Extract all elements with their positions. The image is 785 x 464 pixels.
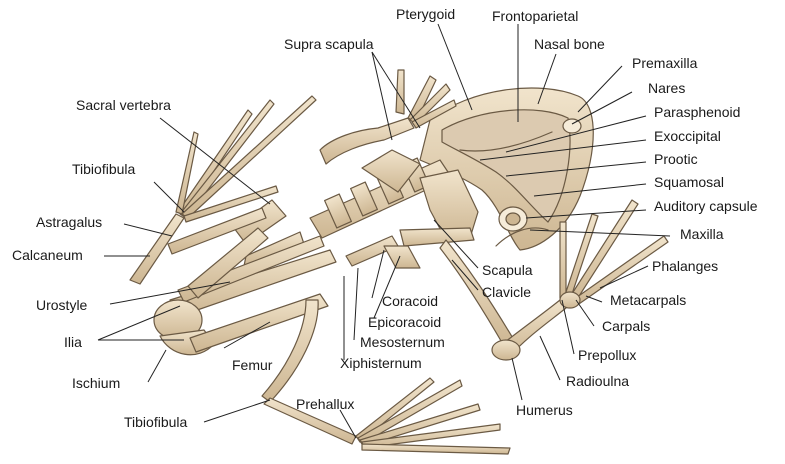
label-carpals: Carpals [602, 318, 650, 334]
label-coracoid: Coracoid [382, 293, 438, 309]
label-auditory-capsule: Auditory capsule [654, 198, 758, 214]
label-radioulna: Radioulna [566, 373, 629, 389]
label-calcaneum: Calcaneum [12, 247, 83, 263]
label-humerus: Humerus [516, 402, 573, 418]
label-pterygoid: Pterygoid [396, 6, 455, 22]
label-astragalus: Astragalus [36, 214, 102, 230]
label-maxilla: Maxilla [680, 226, 724, 242]
label-epicoracoid: Epicoracoid [368, 314, 441, 330]
label-clavicle: Clavicle [482, 284, 531, 300]
label-ilia: Ilia [64, 334, 82, 350]
label-tibiofibula-upper: Tibiofibula [72, 161, 135, 177]
label-prehallux: Prehallux [296, 396, 354, 412]
label-exoccipital: Exoccipital [654, 128, 721, 144]
skeleton-illustration [130, 70, 668, 454]
label-frontoparietal: Frontoparietal [492, 8, 578, 24]
label-scapula: Scapula [482, 262, 533, 278]
label-tibiofibula-lower: Tibiofibula [124, 414, 187, 430]
label-ischium: Ischium [72, 375, 120, 391]
label-nasal-bone: Nasal bone [534, 36, 605, 52]
label-nares: Nares [648, 80, 685, 96]
label-prepollux: Prepollux [578, 347, 636, 363]
label-sacral-vertebra: Sacral vertebra [76, 97, 171, 113]
label-urostyle: Urostyle [36, 297, 87, 313]
label-squamosal: Squamosal [654, 174, 724, 190]
label-premaxilla: Premaxilla [632, 55, 697, 71]
label-phalanges: Phalanges [652, 258, 718, 274]
label-metacarpals: Metacarpals [610, 292, 686, 308]
label-parasphenoid: Parasphenoid [654, 104, 740, 120]
label-femur: Femur [232, 357, 272, 373]
label-mesosternum: Mesosternum [360, 334, 445, 350]
label-xiphisternum: Xiphisternum [340, 355, 422, 371]
label-prootic: Prootic [654, 151, 698, 167]
label-supra-scapula: Supra scapula [284, 36, 374, 52]
